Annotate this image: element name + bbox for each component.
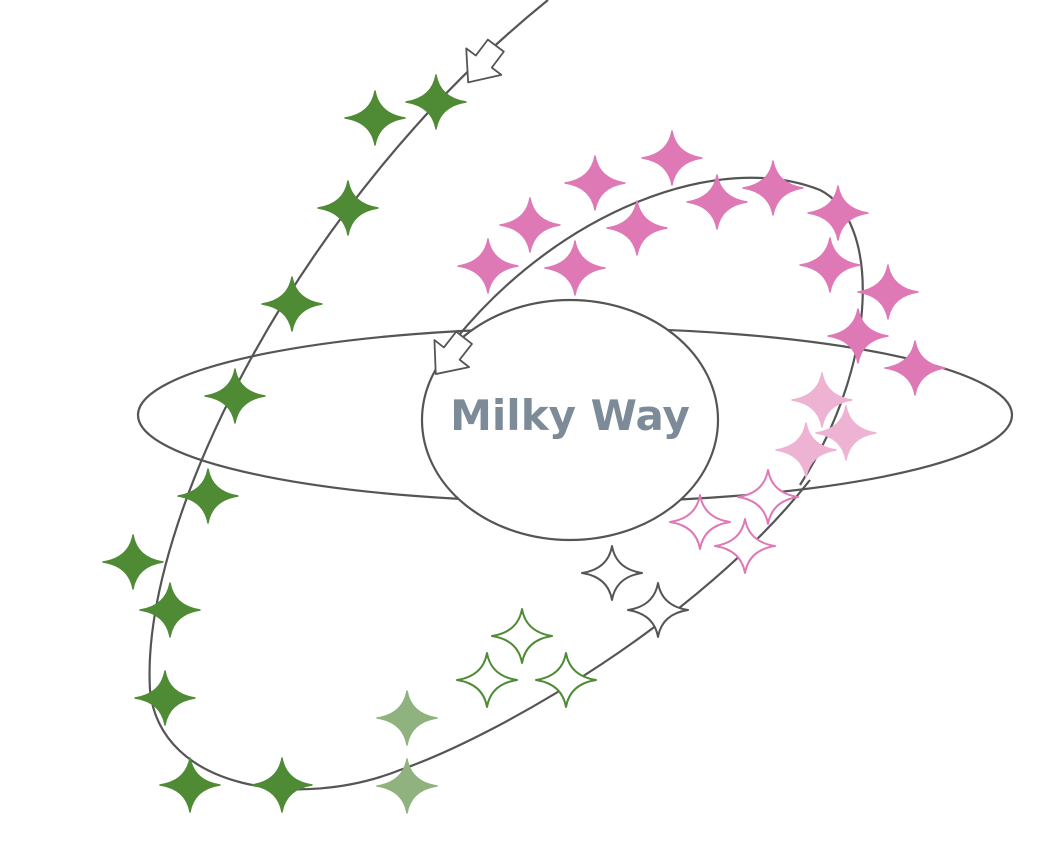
pink-solid-star-icon: [457, 238, 519, 294]
green-solid-star-icon: [139, 582, 201, 638]
pink-faded-star-icon: [791, 372, 853, 428]
pink-solid-star-icon: [884, 340, 946, 396]
green-solid-star-icon: [317, 180, 379, 236]
green-solid-star-icon: [177, 468, 239, 524]
green-solid-star-icon: [405, 74, 467, 130]
star-markers: [102, 74, 946, 814]
green-stream-orbit: [148, 0, 811, 791]
galaxy-bulge: [420, 298, 720, 542]
green-solid-star-icon: [261, 276, 323, 332]
gray-outline-star-icon: [627, 582, 689, 638]
pink-outline-star-icon: [714, 518, 776, 574]
green-solid-star-icon: [102, 534, 164, 590]
pink-solid-star-icon: [799, 237, 861, 293]
green-solid-star-icon: [344, 90, 406, 146]
galaxy-label: Milky Way: [450, 391, 690, 440]
pink-outline-star-icon: [737, 469, 799, 525]
gray-outline-star-icon: [581, 545, 643, 601]
green-outline-star-icon: [491, 608, 553, 664]
pink-faded-star-icon: [815, 405, 877, 461]
orbit-direction-arrow-top: [465, 38, 505, 84]
green-solid-star-icon: [204, 368, 266, 424]
green-faded-star-icon: [376, 690, 438, 746]
pink-solid-star-icon: [686, 174, 748, 230]
pink-stream-orbit: [454, 176, 864, 486]
green-outline-star-icon: [456, 652, 518, 708]
pink-outline-star-icon: [669, 494, 731, 550]
green-solid-star-icon: [134, 670, 196, 726]
orbit-direction-arrow-inner: [433, 330, 473, 375]
pink-faded-star-icon: [775, 422, 837, 478]
pink-solid-star-icon: [641, 130, 703, 186]
green-faded-star-icon: [376, 758, 438, 814]
pink-solid-star-icon: [499, 197, 561, 253]
pink-solid-star-icon: [807, 185, 869, 241]
green-outline-star-icon: [535, 652, 597, 708]
pink-solid-star-icon: [742, 160, 804, 216]
pink-solid-star-icon: [564, 155, 626, 211]
green-solid-star-icon: [251, 757, 313, 813]
pink-solid-star-icon: [544, 240, 606, 296]
pink-solid-star-icon: [857, 264, 919, 320]
pink-solid-star-icon: [827, 308, 889, 364]
green-solid-star-icon: [159, 757, 221, 813]
pink-solid-star-icon: [606, 200, 668, 256]
